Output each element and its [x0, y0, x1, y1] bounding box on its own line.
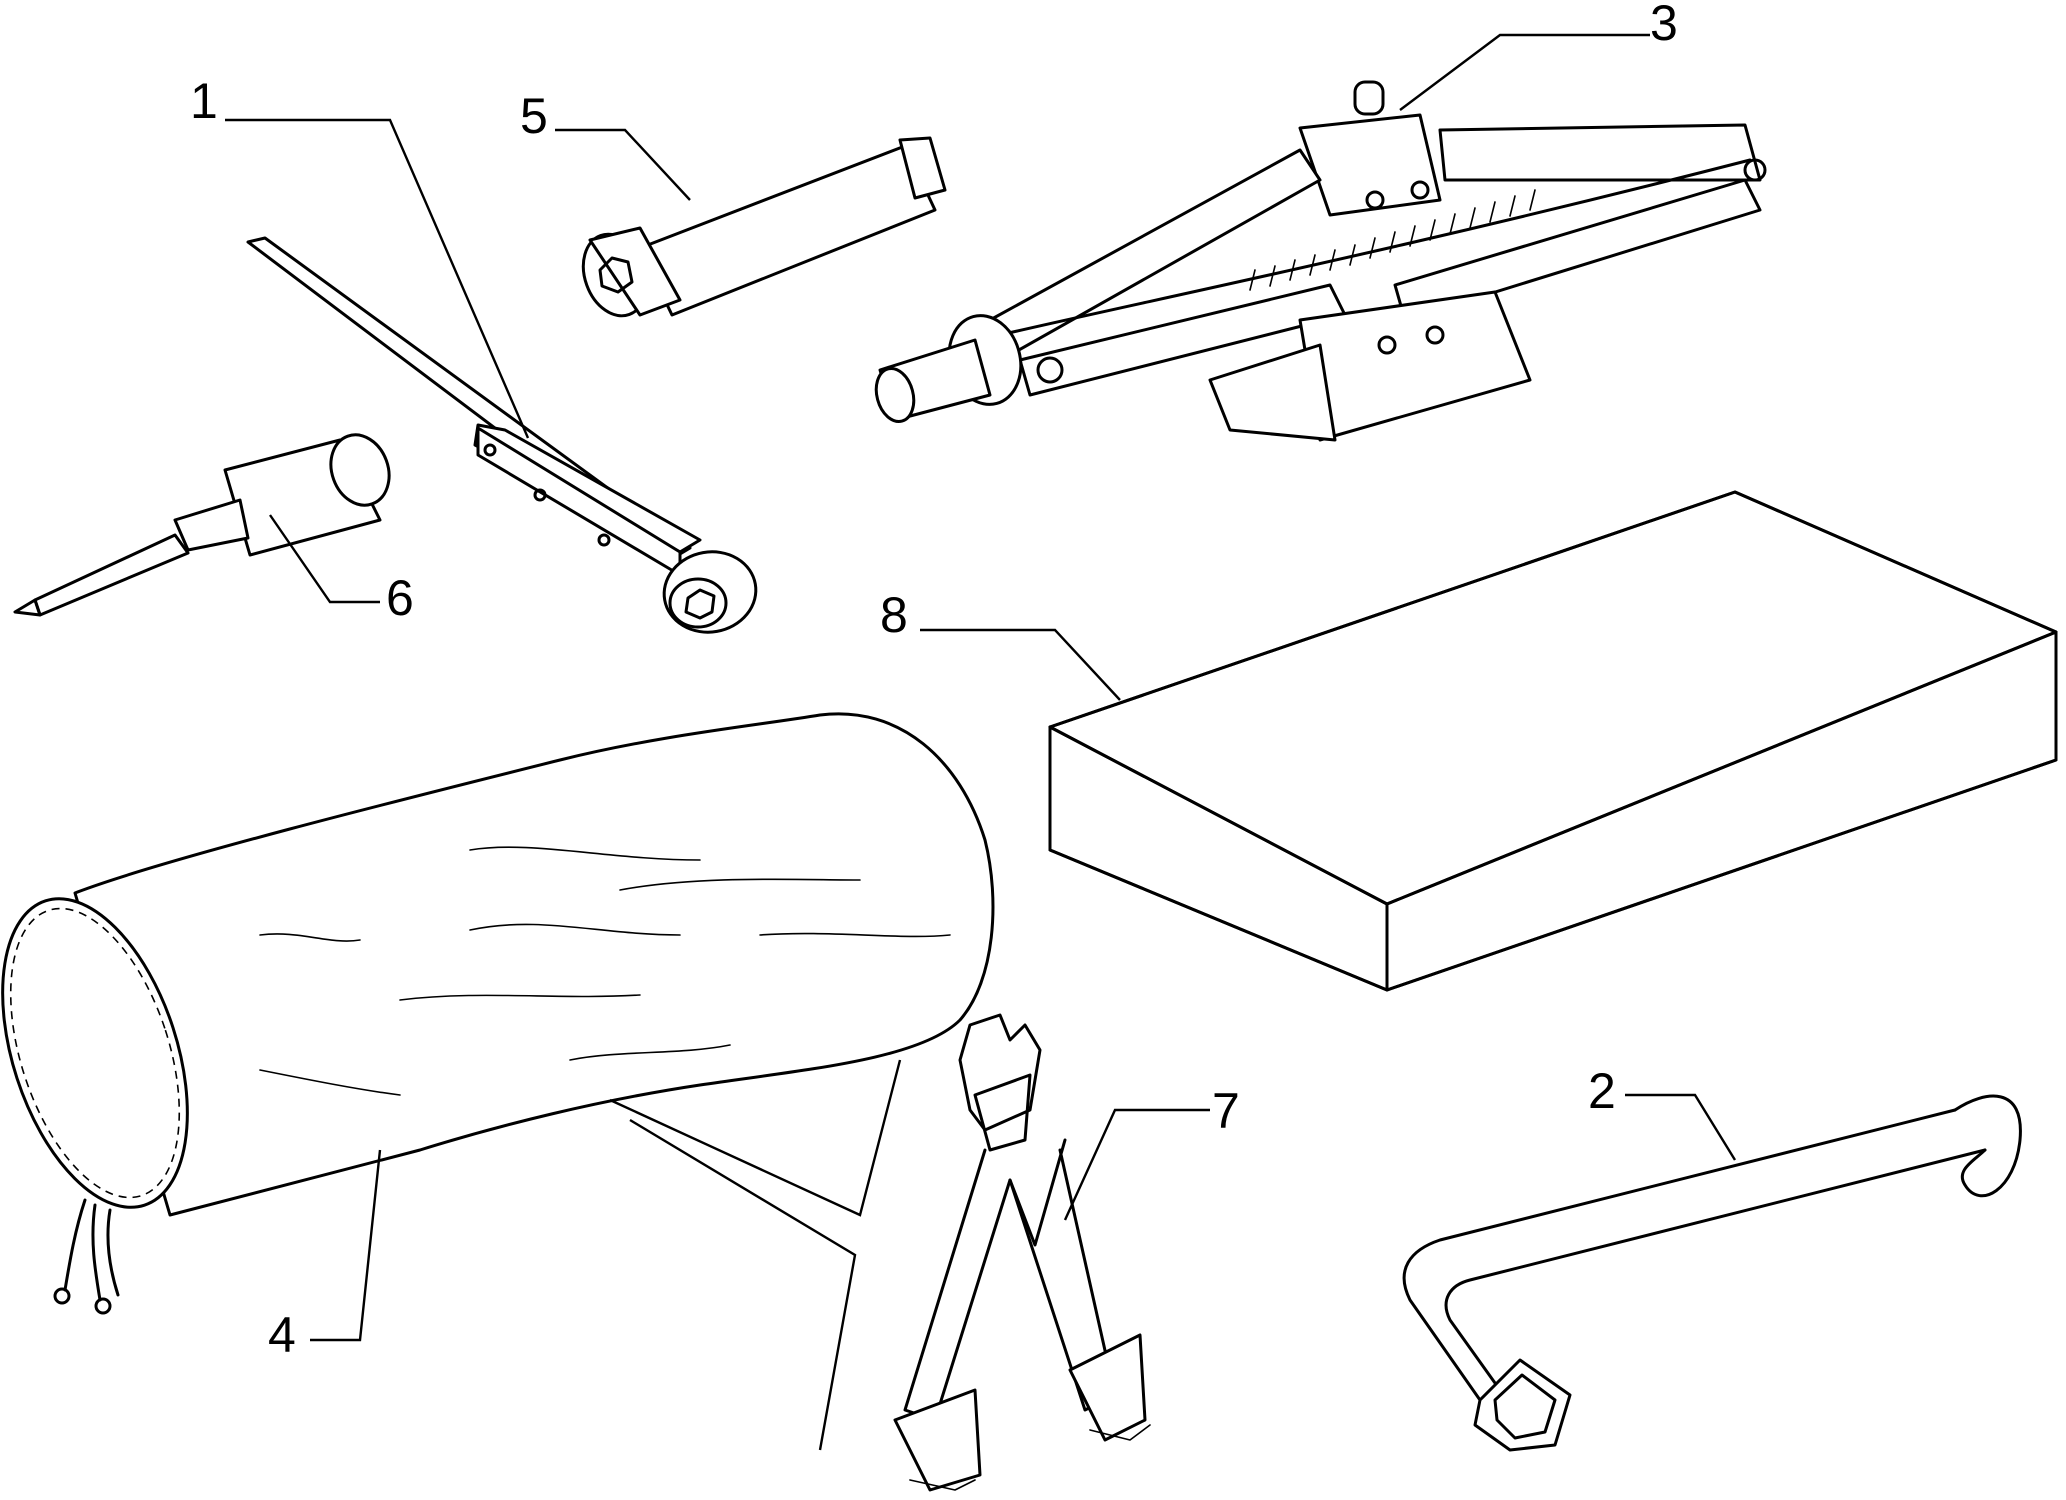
part-7-tow-strap [893, 1013, 1151, 1492]
leader-bag-2 [629, 1118, 857, 1451]
part-1-ratchet-wrench [246, 236, 758, 634]
part-2-wheel-wrench [1402, 1094, 2022, 1452]
leader-6 [269, 514, 380, 604]
callout-1: 1 [190, 73, 218, 129]
callout-4: 4 [268, 1307, 296, 1363]
callout-8: 8 [880, 587, 908, 643]
part-8-foam-block [1048, 490, 2058, 992]
leader-4 [310, 1149, 382, 1342]
leader-bag-1 [609, 1059, 902, 1217]
callout-7: 7 [1212, 1083, 1240, 1139]
leader-2 [1625, 1093, 1737, 1161]
leader-5 [555, 128, 691, 201]
part-5-socket-extension [581, 136, 947, 318]
leader-3 [1399, 33, 1650, 111]
part-4-tool-bag [1, 712, 995, 1315]
callout-5: 5 [520, 88, 548, 144]
callout-3: 3 [1650, 0, 1678, 51]
callout-labels: 1 2 3 4 5 6 7 8 [190, 0, 1678, 1363]
callout-2: 2 [1588, 1063, 1616, 1119]
callout-6: 6 [386, 570, 414, 626]
leader-lines [225, 33, 1737, 1451]
part-6-screwdriver [13, 433, 391, 617]
leader-8 [920, 628, 1121, 701]
leader-7 [1063, 1108, 1210, 1221]
leader-1 [225, 118, 530, 439]
part-3-scissor-jack [874, 80, 1767, 442]
